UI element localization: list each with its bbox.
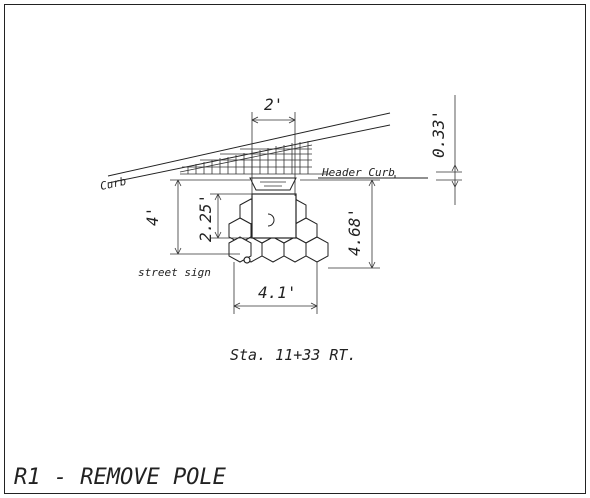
dim-curb-offset-label: 0.33'	[429, 110, 448, 158]
dim-inner-height-label: 2.25'	[196, 194, 215, 242]
header-curb-label: Header Curb	[321, 166, 395, 179]
dim-bottom-width-label: 4.1'	[258, 283, 297, 302]
station-label: Sta. 11+33 RT.	[230, 346, 356, 364]
dim-inner-height: 2.25'	[196, 193, 252, 242]
dim-top-width: 2'	[251, 95, 296, 196]
pole	[251, 193, 297, 239]
dim-top-width-label: 2'	[264, 95, 283, 114]
street-sign-marker	[243, 256, 251, 264]
header-curb-hatch	[182, 141, 312, 174]
header-curb-line	[318, 175, 428, 179]
dim-curb-offset: 0.33'	[429, 95, 462, 205]
curb-label: Curb	[99, 175, 128, 193]
dim-left-height: 4'	[143, 179, 250, 255]
dim-right-height-label: 4.68'	[345, 208, 364, 256]
pole-base	[249, 177, 297, 191]
dim-left-height-label: 4'	[143, 207, 162, 226]
drawing-title: R1 - REMOVE POLE	[14, 465, 227, 490]
dim-bottom-width: 4.1'	[233, 262, 318, 314]
street-sign-label: street sign	[138, 266, 211, 279]
dim-right-height: 4.68'	[300, 179, 380, 269]
